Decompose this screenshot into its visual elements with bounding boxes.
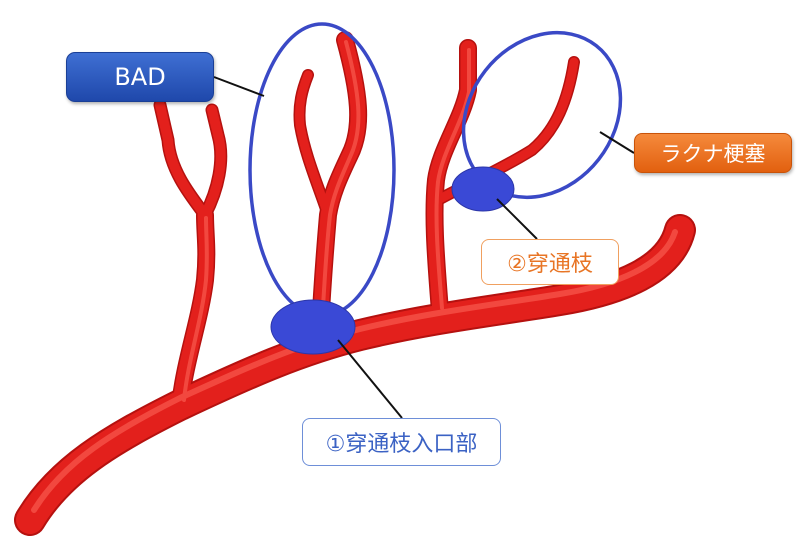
artery-tree [14,31,696,536]
bad-perforator-branch-left [155,100,210,220]
perforator-entrance-marker [270,299,356,355]
perforator-1-branch [295,70,333,220]
leader-lines [213,76,635,419]
leader-lacunar [599,131,635,154]
bad-perforator-branch-right [200,105,226,220]
perforator-marker [451,166,515,212]
bad-label: BAD [66,52,214,102]
leader-perforator [496,198,538,240]
lacunar-infarct-label: ラクナ梗塞 [634,133,792,173]
leader-bad [213,76,265,97]
leader-entrance [337,339,403,419]
perforator-label: ②穿通枝 [481,239,619,285]
perforator-entrance-label: ①穿通枝入口部 [302,418,501,466]
parent-artery [16,216,694,534]
